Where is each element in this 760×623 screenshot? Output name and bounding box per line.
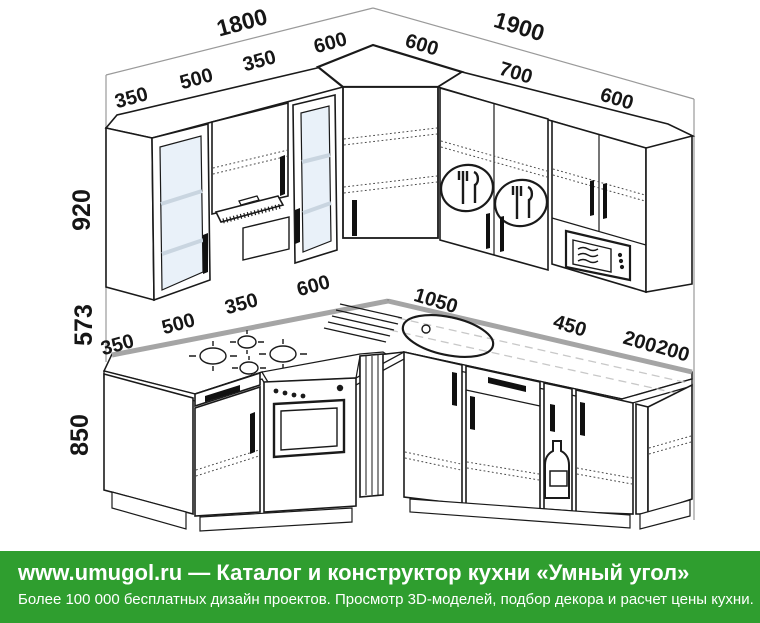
base-left-side-plinth [111, 491, 187, 530]
upper-left-side-panel [105, 127, 155, 302]
oven-icon [272, 384, 346, 459]
base-dotted-lines [195, 435, 692, 485]
dim-up-l3: 350 [240, 46, 278, 76]
base-left-side-panel [103, 372, 194, 516]
dim-base-r2: 450 [551, 311, 589, 342]
oven-cabinet [263, 377, 357, 513]
upper-right-side-panel [645, 134, 693, 293]
corner-front-door [342, 86, 439, 239]
end-cabinet-front-strip [635, 402, 649, 515]
glass-shelf-stripes [160, 153, 332, 256]
dim-base-l4: 600 [294, 271, 332, 301]
upper-door-handles [203, 155, 607, 274]
gas-hob-icon [189, 330, 307, 380]
end-cabinet-angled-face [647, 383, 693, 516]
dim-base-r3: 200 [621, 327, 659, 358]
microwave-icon [564, 229, 632, 282]
shelf-dotted-lines [212, 127, 646, 202]
upper-corner-cabinet [315, 43, 465, 239]
dim-up-l4: 600 [311, 28, 349, 58]
base-handles [205, 372, 585, 454]
site-banner-subtitle: Более 100 000 бесплатных дизайн проектов… [18, 591, 754, 608]
dim-base-l3: 350 [222, 289, 260, 319]
dim-up-l2: 500 [177, 64, 215, 94]
glass-door-pane [159, 135, 204, 291]
upper-cabinet-500-hood [211, 101, 289, 216]
kitchen-drawing: 1800 1900 350 500 350 600 600 700 600 92… [66, 3, 696, 532]
wall-strip-left [111, 298, 389, 358]
base-door-450 [575, 388, 634, 515]
site-banner: www.umugol.ru — Каталог и конструктор ку… [0, 551, 760, 623]
glass-door-pane [300, 105, 332, 253]
plinth-right-run [409, 498, 631, 529]
dim-total-right: 1900 [491, 6, 548, 46]
drawing-area: 1800 1900 350 500 350 600 600 700 600 92… [66, 3, 696, 532]
cooker-hood-icon [214, 195, 290, 261]
base-drawer-door-cabinet [465, 365, 541, 510]
base-door-350 [194, 385, 261, 517]
dim-base-l2: 500 [159, 309, 197, 339]
wall-strip-right [387, 298, 693, 375]
plinth-left-run [199, 507, 353, 532]
dim-height-base: 850 [66, 414, 94, 456]
cutlery-circle-icon [439, 163, 549, 228]
site-banner-title: www.umugol.ru — Каталог и конструктор ку… [18, 560, 690, 585]
bottle-icon [544, 440, 570, 499]
sink-icon [323, 303, 495, 359]
dim-height-gap: 573 [70, 304, 98, 346]
dim-height-upper: 920 [68, 189, 96, 231]
end-cabinet-plinth [639, 499, 691, 530]
